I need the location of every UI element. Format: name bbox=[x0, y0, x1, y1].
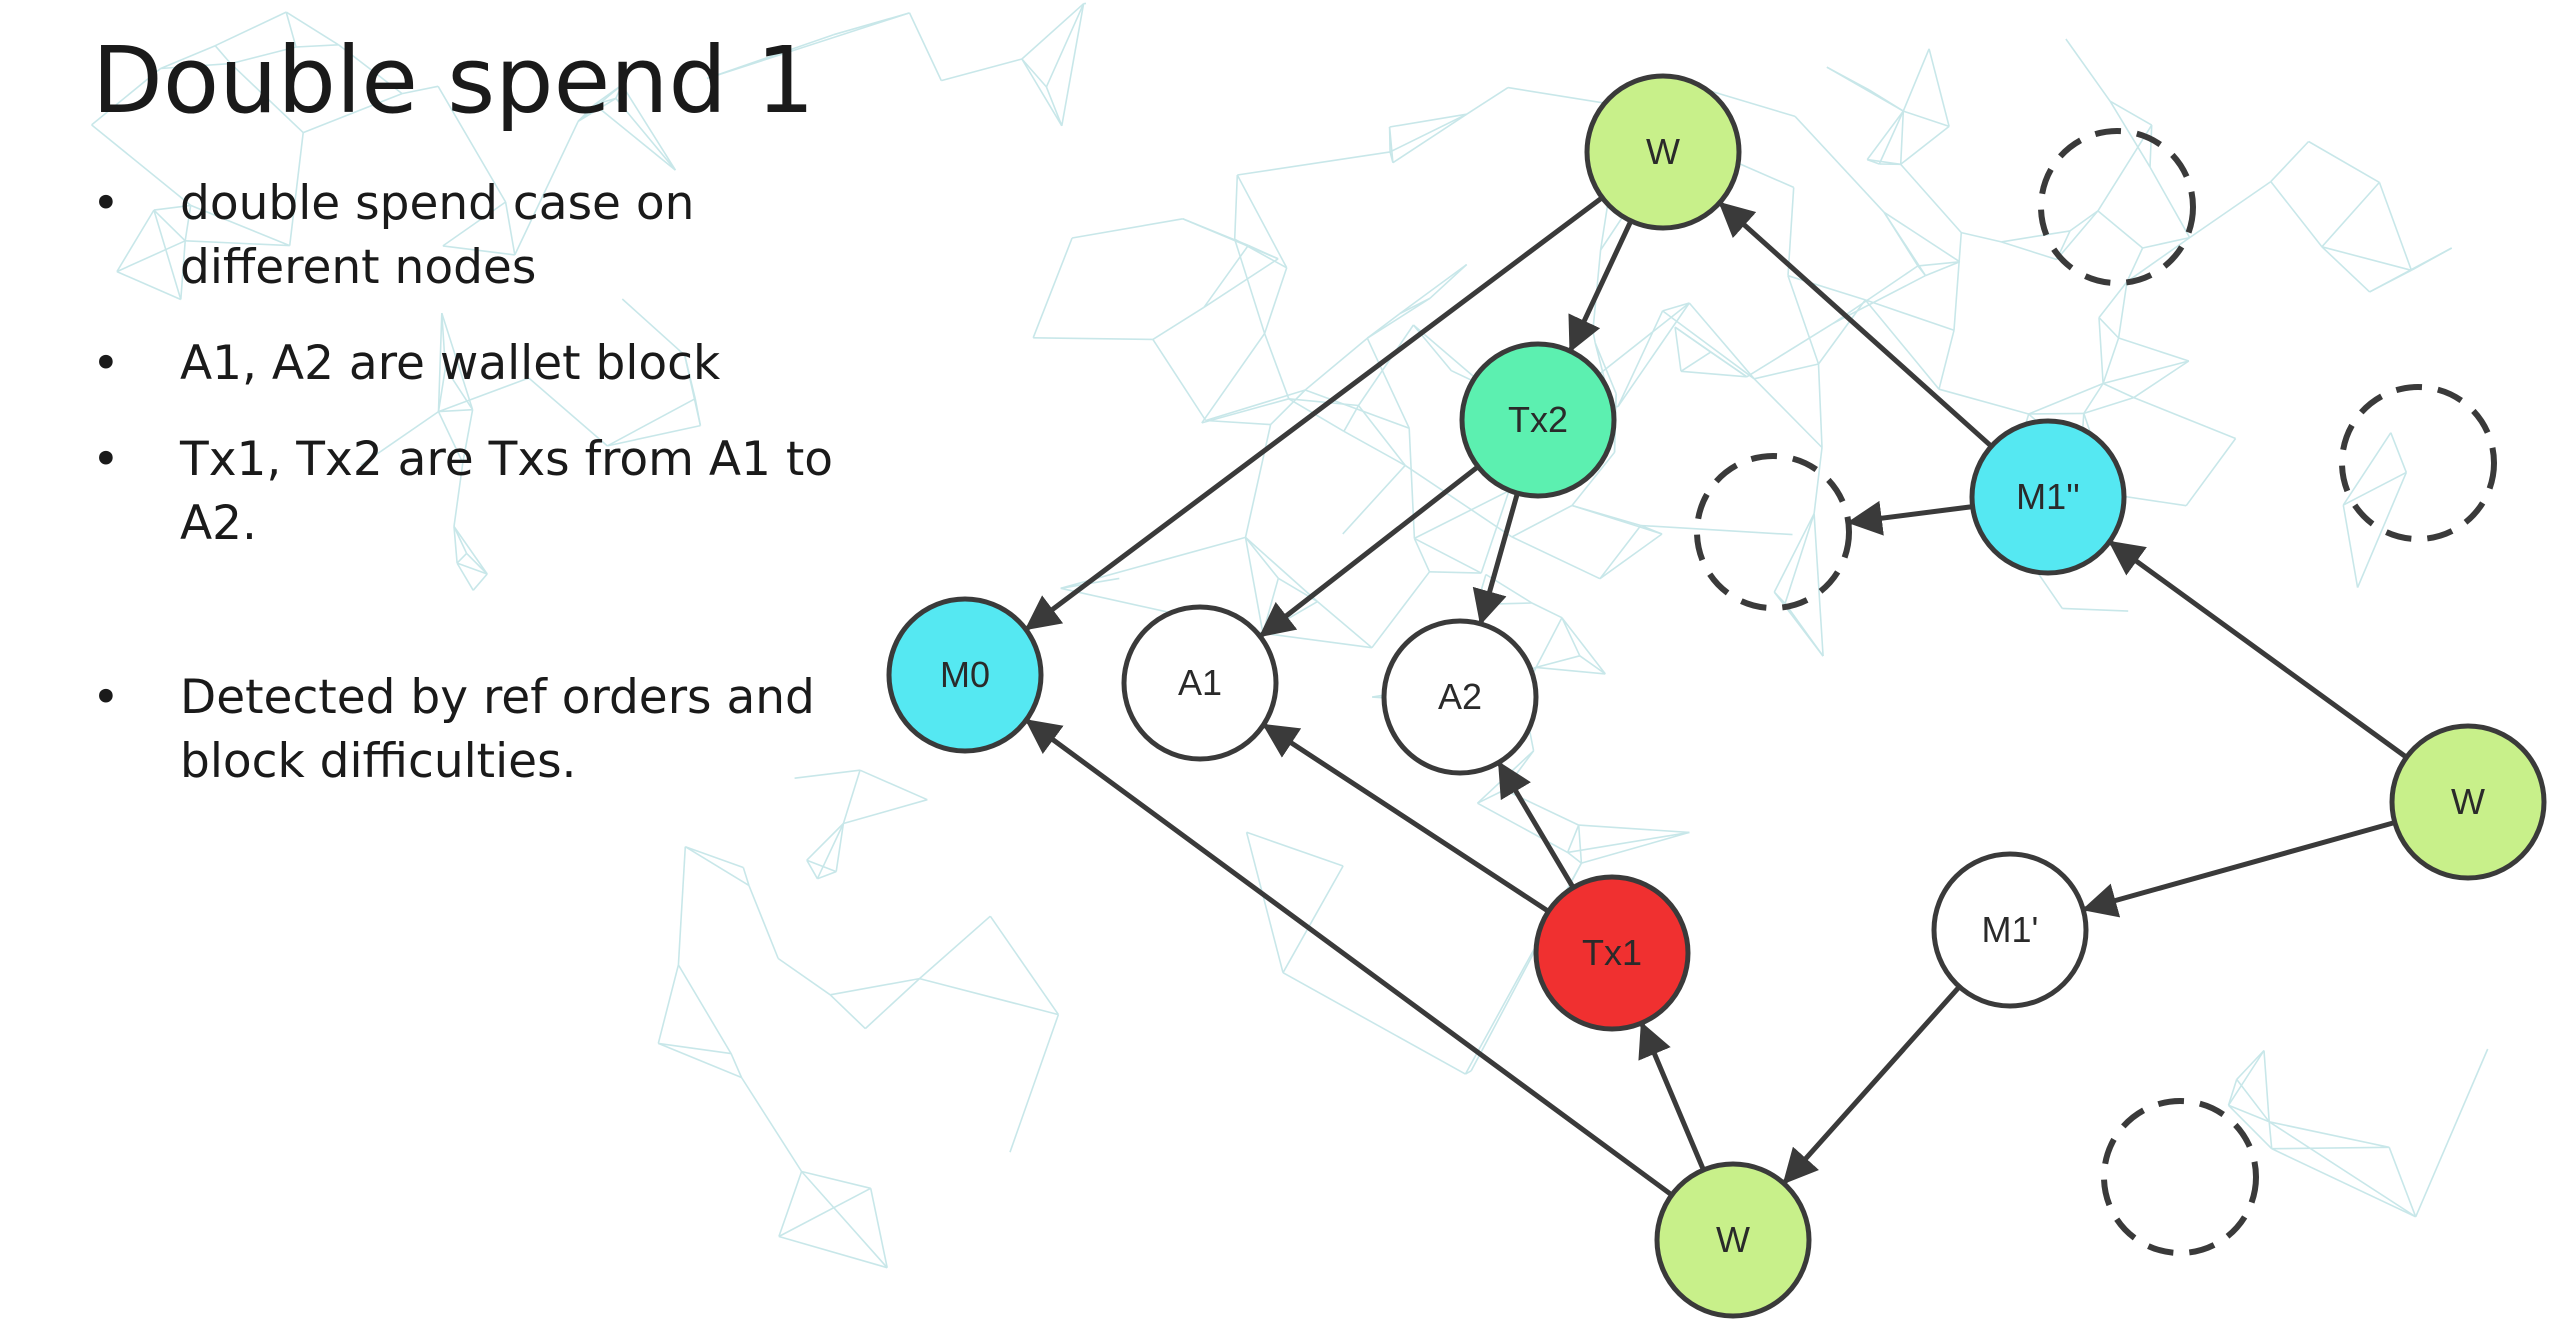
edge-W_bottom-to-M0 bbox=[1024, 719, 1674, 1198]
node-ghost_4 bbox=[2101, 1098, 2259, 1256]
bullet-text: A1, A2 are wallet block bbox=[180, 336, 721, 391]
node-label: M1'' bbox=[2016, 476, 2080, 517]
node-ghost_2 bbox=[1694, 453, 1852, 611]
map-mesh bbox=[91, 2, 2489, 1269]
placeholder-node-circle bbox=[1694, 453, 1852, 611]
bullet-item: • Detected by ref orders and block diffi… bbox=[92, 666, 852, 794]
placeholder-node-circle bbox=[2339, 384, 2497, 542]
bullet-dot: • bbox=[92, 176, 120, 231]
node-circle bbox=[1459, 341, 1617, 499]
edge-Tx2-to-A2 bbox=[1472, 492, 1520, 626]
node-circle bbox=[1533, 874, 1691, 1032]
node-circle bbox=[1381, 618, 1539, 776]
bullet-dot: • bbox=[92, 336, 120, 391]
node-label: Tx2 bbox=[1508, 399, 1568, 440]
node-label: M1' bbox=[1982, 909, 2039, 950]
bullet-text: Tx1, Tx2 are Txs from A1 to A2. bbox=[180, 432, 834, 551]
edge-M1pp-to-ghost_2 bbox=[1846, 500, 1973, 536]
node-A2: A2 bbox=[1381, 618, 1539, 776]
node-label: M0 bbox=[940, 654, 990, 695]
node-ghost_3 bbox=[2339, 384, 2497, 542]
node-circle bbox=[886, 596, 1044, 754]
node-M1pp: M1'' bbox=[1969, 418, 2127, 576]
node-Tx2: Tx2 bbox=[1459, 341, 1617, 499]
bullet-list: • double spend case on different nodes •… bbox=[92, 172, 852, 826]
node-W_top: W bbox=[1584, 73, 1742, 231]
node-label: W bbox=[1646, 131, 1680, 172]
node-label: A2 bbox=[1438, 676, 1482, 717]
edge-W_bottom-to-Tx1 bbox=[1638, 1021, 1706, 1171]
bullet-text: Detected by ref orders and block difficu… bbox=[180, 670, 815, 789]
node-circle bbox=[1584, 73, 1742, 231]
edge-M1pp-to-W_top bbox=[1718, 201, 1994, 449]
node-label: W bbox=[2451, 781, 2485, 822]
placeholder-node-circle bbox=[2101, 1098, 2259, 1256]
node-M0: M0 bbox=[886, 596, 1044, 754]
bullet-item: • A1, A2 are wallet block bbox=[92, 332, 852, 396]
bullet-text: double spend case on different nodes bbox=[180, 176, 695, 295]
bullet-item: • Tx1, Tx2 are Txs from A1 to A2. bbox=[92, 428, 852, 556]
node-ghost_1 bbox=[2038, 128, 2196, 286]
edge-Tx2-to-A1 bbox=[1258, 464, 1480, 638]
node-circle bbox=[1654, 1161, 1812, 1319]
slide-title: Double spend 1 bbox=[92, 27, 815, 134]
node-circle bbox=[1969, 418, 2127, 576]
node-circle bbox=[2389, 723, 2547, 881]
edge-M1p-to-W_bottom bbox=[1782, 985, 1962, 1185]
node-M1p: M1' bbox=[1931, 851, 2089, 1009]
node-W_bottom: W bbox=[1654, 1161, 1812, 1319]
bullet-dot: • bbox=[92, 670, 120, 725]
edges-layer bbox=[1024, 195, 2408, 1198]
node-A1: A1 bbox=[1121, 604, 1279, 762]
node-circle bbox=[1121, 604, 1279, 762]
bullet-dot: • bbox=[92, 432, 120, 487]
node-label: W bbox=[1716, 1219, 1750, 1260]
edge-W_top-to-Tx2 bbox=[1568, 219, 1634, 353]
bullet-item: • double spend case on different nodes bbox=[92, 172, 852, 300]
node-label: A1 bbox=[1178, 662, 1222, 703]
edge-W_right-to-M1pp bbox=[2108, 540, 2408, 760]
edge-Tx1-to-A1 bbox=[1262, 723, 1550, 914]
edge-W_right-to-M1p bbox=[2081, 820, 2396, 918]
placeholder-node-circle bbox=[2038, 128, 2196, 286]
node-W_right: W bbox=[2389, 723, 2547, 881]
node-circle bbox=[1931, 851, 2089, 1009]
edge-Tx1-to-A2 bbox=[1497, 761, 1576, 889]
edge-W_top-to-M0 bbox=[1024, 195, 1604, 631]
node-label: Tx1 bbox=[1582, 932, 1642, 973]
node-Tx1: Tx1 bbox=[1533, 874, 1691, 1032]
